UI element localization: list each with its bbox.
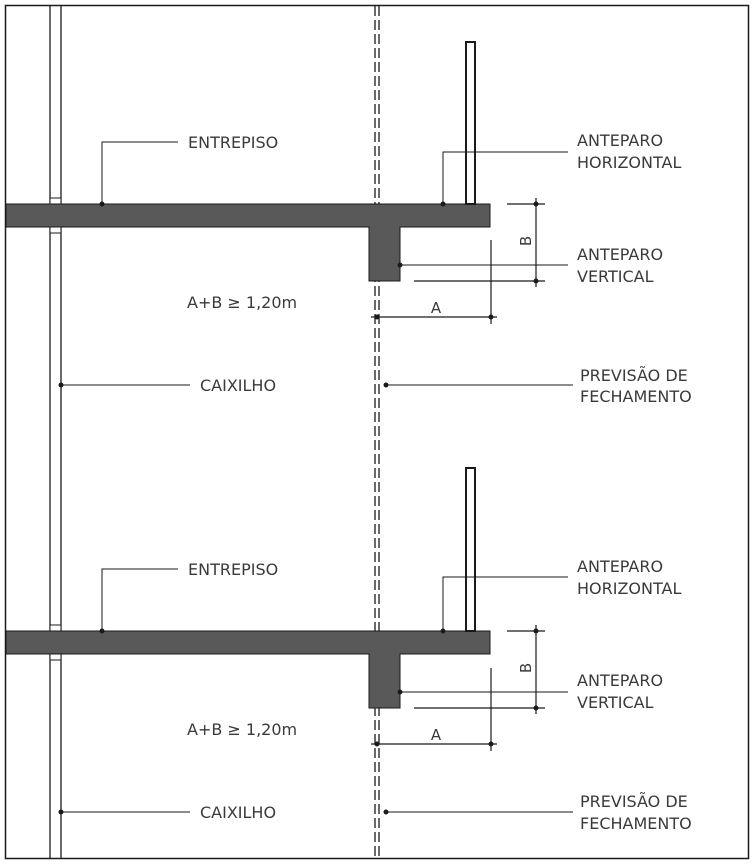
previsao-leader-2-dot	[383, 809, 389, 815]
dim-a-label-2: A	[431, 726, 442, 744]
anteparo-vertical-label-2a: ANTEPARO	[577, 671, 663, 690]
entrepiso-leader-1	[101, 141, 178, 204]
dim-b-tick-bottom-1	[533, 278, 539, 284]
anteparo-vertical-label-2b: VERTICAL	[577, 693, 654, 712]
dim-a-label-1: A	[431, 299, 442, 317]
entrepiso-label-1: ENTREPISO	[188, 133, 278, 152]
caixilho-label-2: CAIXILHO	[200, 803, 276, 822]
dim-b-label-2: B	[517, 663, 535, 673]
previsao-leader-1-dot	[383, 382, 389, 388]
anteparo-horizontal-label-1b: HORIZONTAL	[577, 153, 681, 172]
anteparo-horizontal-leader-2	[442, 576, 568, 631]
caixilho-joint-1a	[49, 197, 62, 205]
anteparo-vertical-label-1a: ANTEPARO	[577, 245, 663, 264]
previsao-label-1a: PREVISÃO DE	[580, 366, 688, 385]
entrepiso-leader-2	[101, 568, 178, 631]
diagram-frame	[4, 4, 750, 860]
caixilho-leader-1-dot	[58, 382, 64, 388]
anteparo-horizontal-label-2a: ANTEPARO	[577, 557, 663, 576]
previsao-label-2a: PREVISÃO DE	[580, 792, 688, 811]
slab-2	[5, 630, 491, 709]
caixilho-joint-1b	[49, 226, 62, 234]
dim-b-tick-bottom-2	[533, 705, 539, 711]
slab-1	[5, 203, 491, 282]
caixilho-leader-2-dot	[58, 809, 64, 815]
formula-2: A+B ≥ 1,20m	[187, 720, 297, 739]
dim-b-label-1: B	[517, 236, 535, 246]
anteparo-horizontal-leader-2-dot	[440, 628, 446, 634]
caixilho-joint-2a	[49, 624, 62, 632]
guard-post-1	[465, 41, 476, 205]
caixilho-label-1: CAIXILHO	[200, 376, 276, 395]
anteparo-horizontal-label-1a: ANTEPARO	[577, 131, 663, 150]
entrepiso-leader-2-dot	[99, 628, 105, 634]
entrepiso-leader-1-dot	[99, 201, 105, 207]
floor-2: ENTREPISO ANTEPARO HORIZONTAL ANTEPARO V…	[5, 467, 692, 833]
dim-a-tick-right-2	[488, 741, 494, 747]
floor-1: ENTREPISO ANTEPARO HORIZONTAL ANTEPARO V…	[5, 41, 692, 406]
dim-a-tick-right-1	[488, 314, 494, 320]
anteparo-horizontal-leader-1-dot	[440, 201, 446, 207]
guard-post-2	[465, 467, 476, 632]
anteparo-vertical-leader-2-dot	[397, 689, 403, 695]
anteparo-horizontal-label-2b: HORIZONTAL	[577, 579, 681, 598]
entrepiso-label-2: ENTREPISO	[188, 560, 278, 579]
anteparo-horizontal-leader-1	[442, 151, 568, 204]
dim-a-tick-left-2	[374, 741, 380, 747]
dim-b-tick-top-1	[533, 201, 539, 207]
dim-b-tick-top-2	[533, 628, 539, 634]
formula-1: A+B ≥ 1,20m	[187, 293, 297, 312]
dim-a-tick-left-1	[374, 314, 380, 320]
previsao-label-2b: FECHAMENTO	[580, 814, 692, 833]
anteparo-vertical-label-1b: VERTICAL	[577, 267, 654, 286]
previsao-label-1b: FECHAMENTO	[580, 387, 692, 406]
anteparo-vertical-leader-1-dot	[397, 262, 403, 268]
caixilho-joint-2b	[49, 653, 62, 661]
